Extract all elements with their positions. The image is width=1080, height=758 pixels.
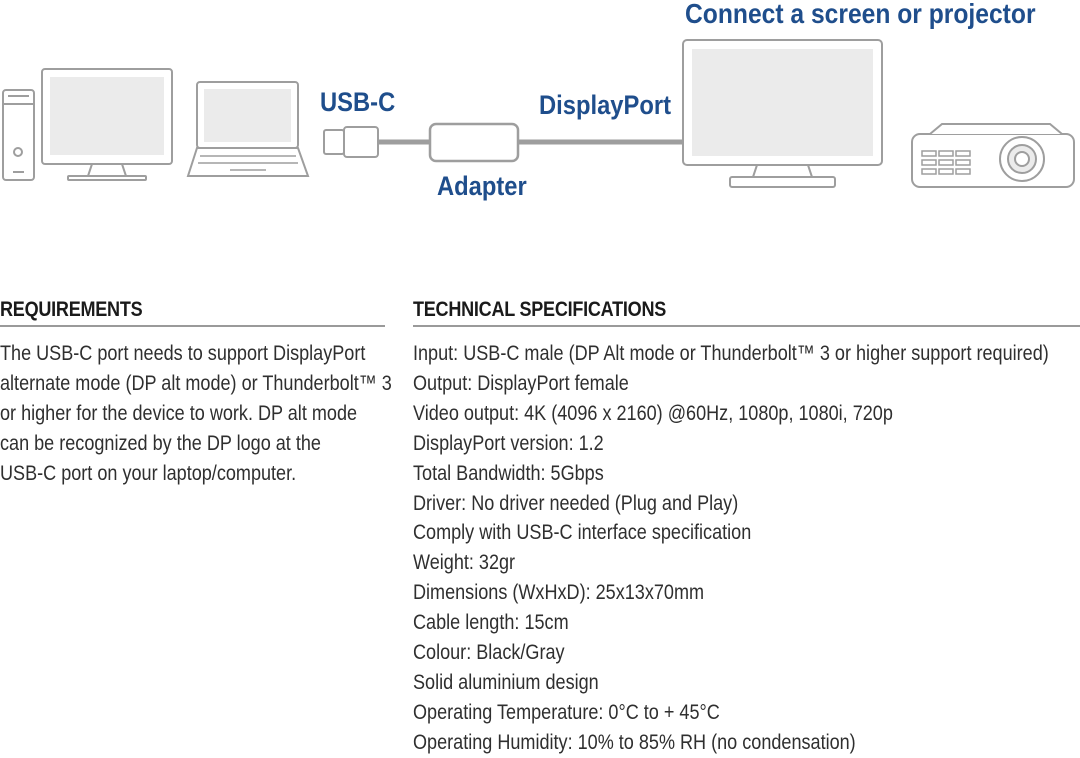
spec-item: Cable length: 15cm xyxy=(413,611,569,635)
specifications-list: Input: USB-C male (DP Alt mode or Thunde… xyxy=(413,339,1080,758)
technical-specifications-section: TECHNICAL SPECIFICATIONS Input: USB-C ma… xyxy=(413,296,1080,758)
requirements-line: USB-C port on your laptop/computer. xyxy=(0,461,297,485)
screen-icon xyxy=(682,39,883,188)
spec-item: Operating Humidity: 10% to 85% RH (no co… xyxy=(413,730,856,754)
usb-c-cable-icon xyxy=(323,126,430,158)
displayport-label: DisplayPort xyxy=(539,90,672,120)
specifications-divider xyxy=(413,325,1080,327)
spec-item: Weight: 32gr xyxy=(413,551,516,575)
spec-item: Driver: No driver needed (Plug and Play) xyxy=(413,491,739,515)
spec-item: Input: USB-C male (DP Alt mode or Thunde… xyxy=(413,342,1049,365)
spec-item: Dimensions (WxHxD): 25x13x70mm xyxy=(413,581,705,605)
desktop-monitor-icon xyxy=(41,68,173,181)
spec-item: Colour: Black/Gray xyxy=(413,641,565,665)
requirements-heading: REQUIREMENTS xyxy=(0,298,143,321)
projector-icon xyxy=(911,123,1075,188)
spec-item: Total Bandwidth: 5Gbps xyxy=(413,461,604,485)
connection-diagram xyxy=(2,39,1075,188)
laptop-icon xyxy=(186,81,310,177)
adapter-label: Adapter xyxy=(437,171,527,201)
spec-item: Output: DisplayPort female xyxy=(413,371,629,395)
desktop-tower-icon xyxy=(2,89,35,181)
adapter-icon xyxy=(428,122,520,163)
requirements-line: can be recognized by the DP logo at the xyxy=(0,431,321,455)
requirements-line: The USB-C port needs to support DisplayP… xyxy=(0,342,366,365)
spec-item: Comply with USB-C interface specificatio… xyxy=(413,521,752,545)
requirements-text: The USB-C port needs to support DisplayP… xyxy=(0,339,392,489)
requirements-divider xyxy=(0,325,385,327)
spec-item: Video output: 4K (4096 x 2160) @60Hz, 10… xyxy=(413,401,893,425)
spec-item: Operating Temperature: 0°C to + 45°C xyxy=(413,700,720,724)
requirements-line: alternate mode (DP alt mode) or Thunderb… xyxy=(0,371,392,395)
spec-item: Solid aluminium design xyxy=(413,670,599,694)
requirements-line: or higher for the device to work. DP alt… xyxy=(0,401,358,425)
specifications-heading: TECHNICAL SPECIFICATIONS xyxy=(413,298,667,321)
spec-item: DisplayPort version: 1.2 xyxy=(413,431,604,455)
usb-c-label: USB-C xyxy=(320,87,396,117)
requirements-section: REQUIREMENTS The USB-C port needs to sup… xyxy=(0,296,392,489)
diagram-title: Connect a screen or projector xyxy=(685,0,1036,29)
